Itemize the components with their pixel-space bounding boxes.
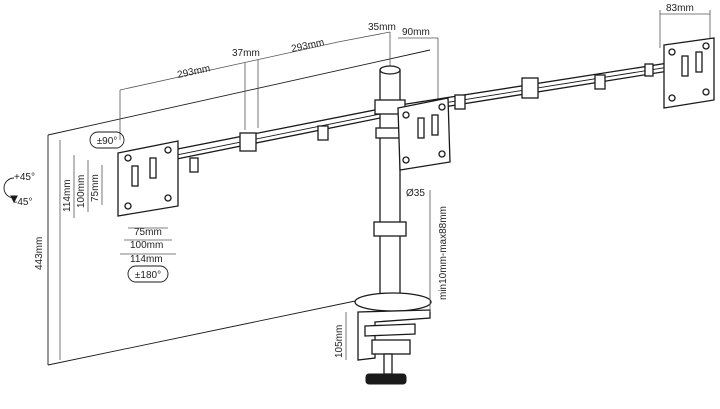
swivel-badge: ±180° bbox=[127, 265, 169, 283]
pole bbox=[354, 65, 432, 312]
center-mount-offset-label: 90mm bbox=[402, 27, 430, 38]
vesa-height-75-label: 75mm bbox=[90, 174, 101, 202]
pole-diameter-label: Ø35 bbox=[406, 188, 425, 199]
tilt-arrows-icon bbox=[3, 177, 18, 204]
left-vesa-plate bbox=[117, 140, 179, 217]
vesa-height-100-label: 100mm bbox=[76, 175, 87, 208]
clamp-range-label: min10mm-max88mm bbox=[438, 206, 449, 300]
tilt-down-label: -45° bbox=[14, 197, 32, 208]
arm-segment-left-label: 293mm bbox=[176, 63, 211, 81]
center-vesa-plate bbox=[397, 97, 451, 171]
right-plate-width-label: 83mm bbox=[666, 3, 694, 14]
vesa-width-75-label: 75mm bbox=[134, 227, 162, 238]
vesa-height-114-label: 114mm bbox=[62, 179, 73, 212]
clamp-spacing-label: 37mm bbox=[232, 48, 260, 59]
swivel-label: ±180° bbox=[135, 270, 161, 281]
vesa-width-100-label: 100mm bbox=[130, 240, 163, 251]
dimension-labels: 293mm 293mm 37mm 35mm 90mm 83mm 443mm Ø3… bbox=[14, 3, 694, 358]
vesa-width-114-label: 114mm bbox=[130, 254, 163, 265]
total-height-label: 443mm bbox=[34, 237, 45, 270]
desk-clamp bbox=[357, 309, 431, 385]
rotation-label: ±90° bbox=[97, 136, 118, 147]
arm-segment-right-label: 293mm bbox=[290, 37, 325, 55]
pole-to-arm-label: 35mm bbox=[368, 22, 396, 33]
tilt-up-label: +45° bbox=[14, 172, 35, 183]
rotation-badge: ±90° bbox=[89, 131, 125, 149]
desk-plane bbox=[47, 49, 431, 366]
left-vesa-dimension-lines bbox=[73, 155, 176, 255]
right-vesa-plate bbox=[663, 37, 715, 109]
height-dimension-lines bbox=[59, 140, 431, 360]
clamp-height-label: 105mm bbox=[334, 325, 345, 358]
